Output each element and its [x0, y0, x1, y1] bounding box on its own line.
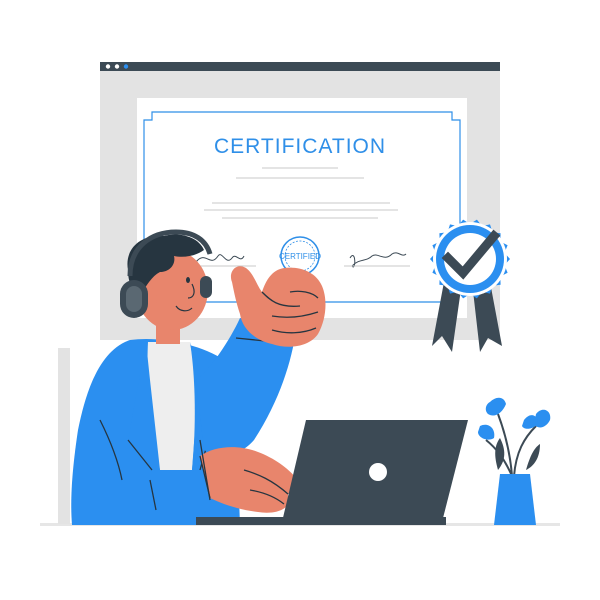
browser-window-dots-icon: [105, 64, 129, 69]
certified-stamp: CERTIFIED: [279, 236, 321, 276]
headphones-icon: [120, 229, 213, 318]
hair: [127, 234, 204, 296]
signature-left: [190, 254, 256, 267]
thumbs-up-hand: [230, 266, 326, 347]
head: [120, 229, 213, 330]
vase: [494, 474, 536, 525]
chair: [58, 348, 70, 524]
laptop-base: [196, 517, 446, 525]
leaf: [526, 444, 540, 470]
checkmark-icon: [441, 229, 501, 280]
laptop[interactable]: [196, 420, 468, 525]
plant-vase: [478, 397, 551, 525]
laptop-logo-icon: [369, 463, 387, 481]
typing-hand: [199, 439, 298, 513]
signature-right: [344, 252, 410, 268]
checkmark-ribbon-badge-icon: [430, 219, 510, 352]
browser-title-bar: [100, 62, 500, 71]
leaf: [495, 438, 505, 470]
certificate-title: CERTIFICATION: [214, 135, 386, 158]
certificate-text-lines: [204, 167, 398, 219]
flower-icon: [478, 397, 551, 440]
shirt: [147, 342, 195, 470]
raised-arm: [196, 318, 296, 456]
person: [71, 229, 326, 525]
stamp-label: CERTIFIED: [279, 252, 321, 261]
